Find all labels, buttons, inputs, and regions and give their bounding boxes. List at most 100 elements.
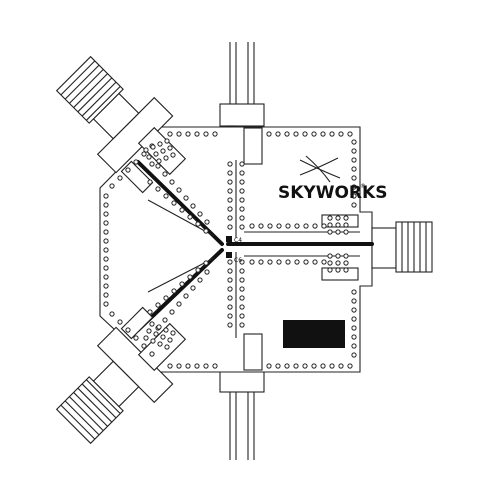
via bbox=[169, 179, 175, 185]
via bbox=[327, 229, 333, 235]
via bbox=[227, 259, 233, 265]
via bbox=[157, 141, 163, 147]
via bbox=[351, 184, 357, 190]
via bbox=[335, 267, 341, 273]
via bbox=[109, 183, 115, 189]
via bbox=[103, 283, 109, 289]
via bbox=[293, 363, 299, 369]
via bbox=[249, 259, 255, 265]
via bbox=[179, 281, 185, 287]
via bbox=[103, 220, 109, 226]
via bbox=[153, 151, 159, 157]
via bbox=[179, 207, 185, 213]
via bbox=[321, 259, 327, 265]
via bbox=[117, 175, 123, 181]
via bbox=[150, 338, 156, 344]
via bbox=[157, 341, 163, 347]
via bbox=[311, 131, 317, 137]
via bbox=[312, 259, 318, 265]
via bbox=[351, 139, 357, 145]
via bbox=[239, 259, 245, 265]
via bbox=[204, 219, 210, 225]
via bbox=[320, 131, 326, 137]
via bbox=[143, 147, 149, 153]
via bbox=[239, 277, 245, 283]
via bbox=[103, 211, 109, 217]
via bbox=[275, 131, 281, 137]
via bbox=[194, 363, 200, 369]
via bbox=[351, 148, 357, 154]
via bbox=[103, 301, 109, 307]
via bbox=[185, 131, 191, 137]
via bbox=[347, 131, 353, 137]
via bbox=[267, 223, 273, 229]
via bbox=[133, 159, 139, 165]
via bbox=[163, 155, 169, 161]
via bbox=[155, 186, 161, 192]
via bbox=[347, 363, 353, 369]
via bbox=[258, 223, 264, 229]
via bbox=[163, 327, 169, 333]
sma-connector-right bbox=[371, 221, 433, 273]
via bbox=[351, 334, 357, 340]
via bbox=[103, 256, 109, 262]
via bbox=[125, 327, 131, 333]
via bbox=[294, 259, 300, 265]
via bbox=[285, 259, 291, 265]
via bbox=[103, 247, 109, 253]
via bbox=[338, 363, 344, 369]
via bbox=[227, 215, 233, 221]
via bbox=[133, 335, 139, 341]
via bbox=[169, 309, 175, 315]
via bbox=[335, 215, 341, 221]
via bbox=[103, 292, 109, 298]
via bbox=[143, 335, 149, 341]
via bbox=[167, 145, 173, 151]
via bbox=[103, 265, 109, 271]
via bbox=[149, 351, 155, 357]
via bbox=[329, 363, 335, 369]
via bbox=[343, 260, 349, 266]
via bbox=[239, 224, 245, 230]
via bbox=[227, 179, 233, 185]
via bbox=[212, 131, 218, 137]
via bbox=[311, 363, 317, 369]
via bbox=[162, 317, 168, 323]
via bbox=[204, 269, 210, 275]
via bbox=[284, 363, 290, 369]
trademark-mark: ® bbox=[360, 183, 366, 190]
refdes-c6: C6 bbox=[234, 257, 242, 264]
via bbox=[176, 187, 182, 193]
via bbox=[203, 363, 209, 369]
sma-connector-top-left bbox=[55, 55, 174, 174]
skyworks-swoosh-logo bbox=[299, 155, 341, 183]
via bbox=[203, 131, 209, 137]
via bbox=[303, 259, 309, 265]
via bbox=[190, 285, 196, 291]
via bbox=[103, 274, 109, 280]
via bbox=[203, 228, 209, 234]
via bbox=[258, 259, 264, 265]
via bbox=[163, 193, 169, 199]
via bbox=[103, 202, 109, 208]
via bbox=[351, 193, 357, 199]
board-outline bbox=[99, 126, 373, 373]
sma-connector-bottom-left bbox=[55, 326, 174, 445]
via bbox=[167, 337, 173, 343]
via bbox=[351, 352, 357, 358]
via bbox=[164, 344, 170, 350]
via bbox=[239, 268, 245, 274]
via bbox=[156, 324, 162, 330]
via bbox=[195, 267, 201, 273]
via bbox=[176, 301, 182, 307]
via bbox=[103, 238, 109, 244]
via bbox=[153, 331, 159, 337]
brand-label: SKYWORKS bbox=[278, 183, 387, 203]
via bbox=[227, 304, 233, 310]
refdes-c4: C4 bbox=[234, 237, 242, 244]
via bbox=[284, 131, 290, 137]
via bbox=[227, 161, 233, 167]
via bbox=[103, 229, 109, 235]
